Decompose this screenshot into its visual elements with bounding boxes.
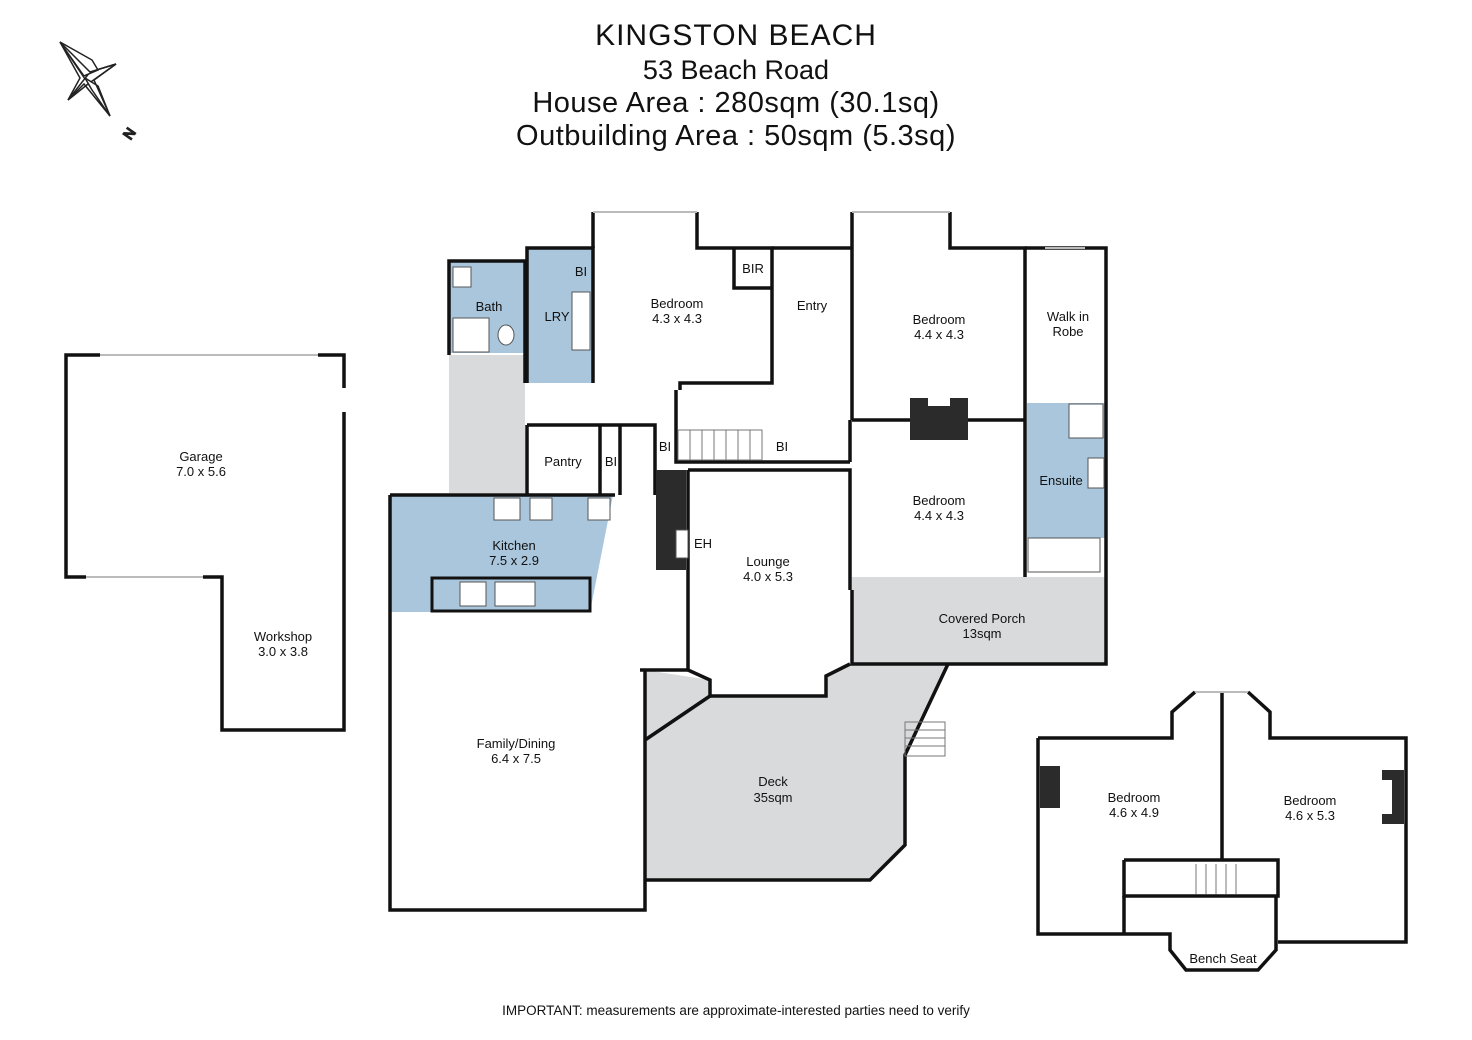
kitchen-island: [430, 576, 592, 613]
pantry-bi-label: BI: [605, 454, 617, 469]
oven-icon: [529, 497, 553, 521]
kitchen-sink-icon-2: [494, 581, 536, 607]
property-address: 53 Beach Road: [642, 55, 830, 85]
deck-size: 35sqm: [753, 790, 792, 805]
stairs-icon: [677, 429, 946, 757]
house-walls: [388, 212, 1108, 912]
upper-stairs-icon: [1195, 864, 1237, 894]
family-label: Family/Dining: [477, 736, 556, 751]
north-label: N: [120, 125, 139, 142]
upper-floor-walls: [1036, 690, 1408, 972]
bench-seat-label: Bench Seat: [1189, 951, 1257, 966]
upper-bedroom1-size: 4.6 x 4.9: [1109, 805, 1159, 820]
porch-size: 13sqm: [962, 626, 1001, 641]
room-labels: Garage 7.0 x 5.6 Workshop 3.0 x 3.8 Bath…: [176, 261, 1336, 966]
basin-icon: [452, 266, 472, 288]
bedroom3-label: Bedroom: [913, 493, 966, 508]
hall-bi-label-2: BI: [776, 439, 788, 454]
ensuite-shower-icon: [1068, 403, 1104, 439]
kitchen-fill: [390, 495, 613, 612]
bath-label: Bath: [476, 299, 503, 314]
upper-chimney-icon-1: [1040, 766, 1060, 808]
cooktop-icon: [493, 497, 521, 521]
bedroom1-size: 4.3 x 4.3: [652, 311, 702, 326]
family-size: 6.4 x 7.5: [491, 751, 541, 766]
garage-label: Garage: [179, 449, 222, 464]
bedroom1-label: Bedroom: [651, 296, 704, 311]
eh-unit-icon: [675, 529, 689, 559]
pantry-label: Pantry: [544, 454, 582, 469]
hall-bi-label-1: BI: [659, 439, 671, 454]
bedroom3-size: 4.4 x 4.3: [914, 508, 964, 523]
eh-label: EH: [694, 536, 712, 551]
bedroom2-label: Bedroom: [913, 312, 966, 327]
porch-label: Covered Porch: [939, 611, 1026, 626]
lounge-size: 4.0 x 5.3: [743, 569, 793, 584]
porch-fill: [852, 577, 1106, 664]
property-title: KINGSTON BEACH: [595, 19, 877, 52]
deck-label: Deck: [758, 774, 788, 789]
side-path-fill: [449, 355, 525, 493]
bir-label: BIR: [742, 261, 764, 276]
window-lines: [593, 211, 1085, 249]
bathtub-icon: [1027, 537, 1101, 573]
kitchen-label: Kitchen: [492, 538, 535, 553]
deck-fill: [645, 664, 948, 880]
entry-label: Entry: [797, 298, 828, 313]
ensuite-basin-icon: [1087, 457, 1105, 489]
disclaimer: IMPORTANT: measurements are approximate-…: [502, 1003, 970, 1018]
kitchen-sink-icon: [459, 581, 487, 607]
garage-walls: [64, 353, 346, 732]
kitchen-size: 7.5 x 2.9: [489, 553, 539, 568]
garage-size: 7.0 x 5.6: [176, 464, 226, 479]
walkin-label-2: Robe: [1052, 324, 1083, 339]
north-arrow-icon: N: [59, 41, 139, 143]
fridge-icon: [587, 497, 611, 521]
upper-bedroom2-label: Bedroom: [1284, 793, 1337, 808]
title-block: KINGSTON BEACH 53 Beach Road House Area …: [0, 18, 1472, 153]
lounge-label: Lounge: [746, 554, 789, 569]
outbuilding-area: Outbuilding Area : 50sqm (5.3sq): [516, 120, 956, 152]
lry-label: LRY: [544, 309, 569, 324]
workshop-size: 3.0 x 3.8: [258, 644, 308, 659]
outdoor-areas: [449, 355, 1106, 880]
ensuite-label: Ensuite: [1039, 473, 1082, 488]
upper-chimney-icon-2: [1382, 770, 1404, 824]
lry-bi-label: BI: [575, 264, 587, 279]
shower-icon: [452, 317, 490, 353]
chimney-icon: [910, 398, 968, 440]
house-area: House Area : 280sqm (30.1sq): [532, 87, 940, 119]
upper-bedroom1-label: Bedroom: [1108, 790, 1161, 805]
toilet-icon: [497, 324, 515, 346]
bedroom2-size: 4.4 x 4.3: [914, 327, 964, 342]
upper-bedroom2-size: 4.6 x 5.3: [1285, 808, 1335, 823]
walkin-label: Walk in: [1047, 309, 1089, 324]
laundry-tub-icon: [571, 291, 591, 351]
workshop-label: Workshop: [254, 629, 312, 644]
